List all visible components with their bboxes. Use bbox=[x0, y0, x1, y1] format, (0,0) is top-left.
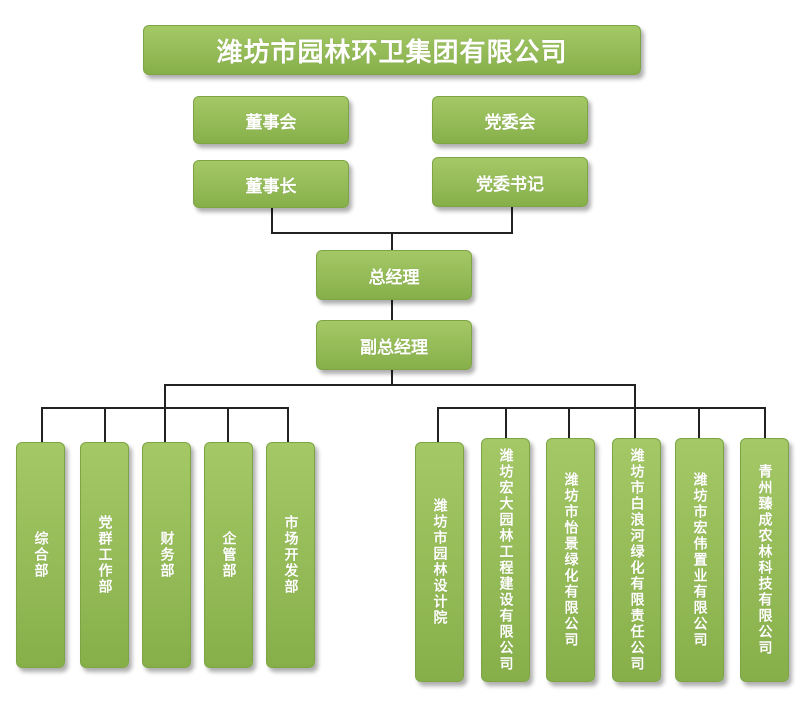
chairman-box: 董事长 bbox=[193, 160, 349, 208]
subsidiary-box: 潍坊市宏伟置业有限公司 bbox=[675, 438, 724, 682]
department-box: 企管部 bbox=[204, 442, 253, 668]
connector-sub-drop bbox=[437, 407, 439, 442]
connector-dept-drop bbox=[104, 407, 106, 442]
connector-dept-drop bbox=[227, 407, 229, 442]
company-title-box: 潍坊市园林环卫集团有限公司 bbox=[143, 25, 641, 75]
general-manager-box: 总经理 bbox=[316, 250, 472, 300]
connector-dept-drop bbox=[164, 407, 166, 442]
department-box: 党群工作部 bbox=[80, 442, 129, 668]
connector-gm-to-deputy bbox=[391, 300, 393, 320]
connector-sub-horizontal bbox=[437, 407, 766, 409]
connector-sub-drop bbox=[568, 407, 570, 442]
department-box: 财务部 bbox=[142, 442, 191, 668]
department-box: 市场开发部 bbox=[266, 442, 315, 668]
connector-sub-drop bbox=[764, 407, 766, 442]
party-committee-box: 党委会 bbox=[432, 96, 588, 144]
connector-sub-drop bbox=[698, 407, 700, 442]
department-box: 综合部 bbox=[16, 442, 65, 668]
connector-branch-horizontal bbox=[164, 384, 636, 386]
subsidiary-box: 潍坊市白浪河绿化有限责任公司 bbox=[612, 438, 661, 682]
connector-dept-trunk bbox=[164, 384, 166, 408]
connector-party-right bbox=[511, 207, 513, 233]
subsidiary-box: 青州臻成农林科技有限公司 bbox=[740, 438, 789, 682]
connector-sub-trunk bbox=[634, 384, 636, 408]
connector-board-left bbox=[271, 207, 273, 233]
subsidiary-box: 潍坊市怡景绿化有限公司 bbox=[546, 438, 595, 682]
board-committee-box: 董事会 bbox=[193, 96, 349, 144]
connector-sub-drop bbox=[505, 407, 507, 442]
subsidiary-box: 潍坊市园林设计院 bbox=[415, 442, 464, 682]
subsidiary-box: 潍坊宏大园林工程建设有限公司 bbox=[481, 438, 530, 682]
deputy-general-manager-box: 副总经理 bbox=[316, 320, 472, 370]
connector-deputy-down bbox=[391, 370, 393, 385]
connector-sub-drop bbox=[634, 407, 636, 442]
party-secretary-box: 党委书记 bbox=[432, 157, 588, 207]
connector-dept-drop bbox=[287, 407, 289, 442]
connector-dept-drop bbox=[41, 407, 43, 442]
connector-to-gm bbox=[391, 232, 393, 250]
